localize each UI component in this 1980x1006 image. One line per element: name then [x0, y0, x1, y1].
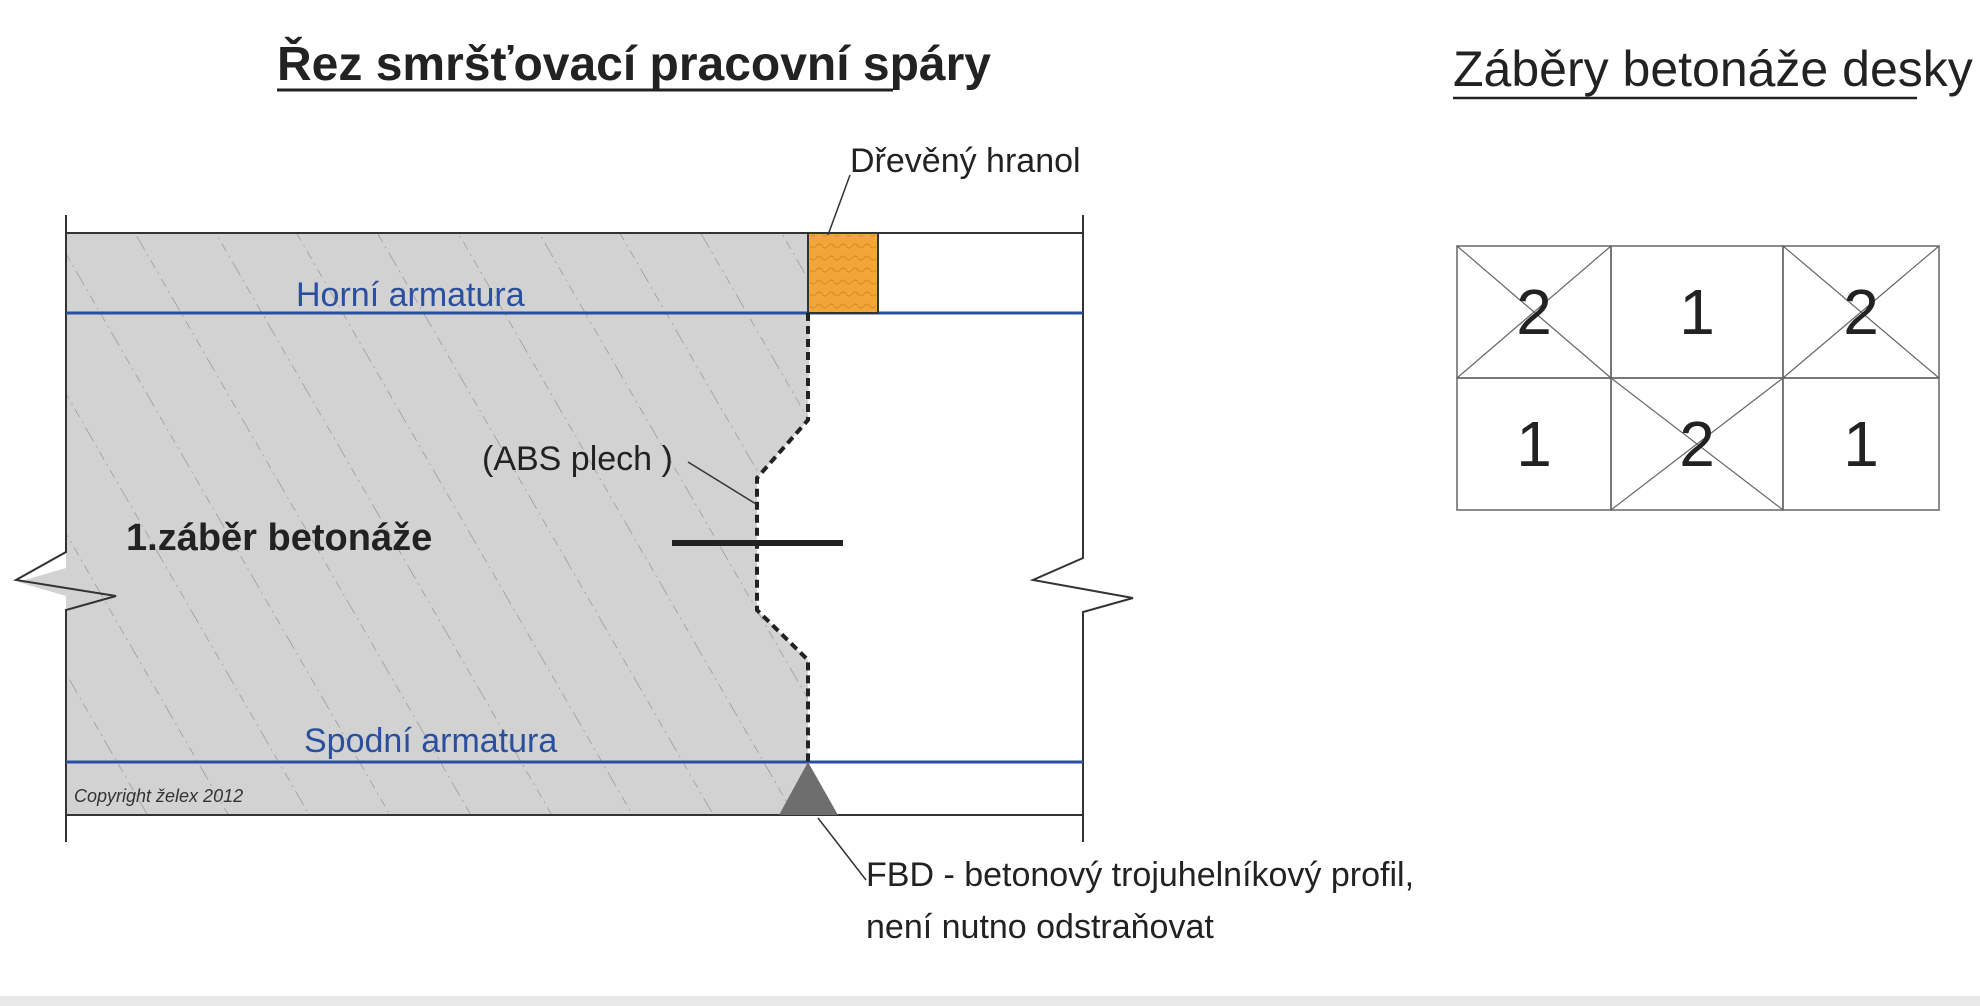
fbd-leader: [817, 817, 867, 881]
plan-cell-diagonal: [1456, 245, 1612, 379]
plan-cell: [1782, 377, 1940, 511]
pour-plan-grid: 2 1 2 1 2 1: [1456, 245, 1940, 511]
plan-cell-number: 1: [1679, 276, 1715, 348]
plan-cell-number: 1: [1516, 408, 1552, 480]
wooden-block-grain: [810, 235, 876, 311]
bottom-rebar-label: Spodní armatura: [304, 722, 557, 760]
abs-sheet-leader: [687, 461, 757, 505]
first-pour-label: 1.záběr betonáže: [126, 517, 432, 559]
plan-title: Záběry betonáže desky: [1453, 41, 1973, 97]
fbd-label-line1: FBD - betonový trojuhelníkový profil,: [866, 856, 1414, 894]
right-break-line: [1029, 215, 1134, 842]
plan-cell-number: 2: [1843, 276, 1879, 348]
left-break-line: [13, 215, 117, 842]
section-title: Řez smršťovací pracovní spáry: [277, 36, 991, 91]
plan-cell-number: 2: [1679, 408, 1715, 480]
top-rebar-label: Horní armatura: [296, 276, 525, 314]
plan-cell-number: 1: [1843, 408, 1879, 480]
fbd-triangle-profile: [779, 762, 838, 815]
concrete-hatching: [18, 233, 820, 815]
wooden-block-leader: [827, 174, 851, 236]
wooden-block-label: Dřevěný hranol: [850, 142, 1081, 180]
plan-cell-number: 2: [1516, 276, 1552, 348]
plan-cell-diagonal: [1610, 377, 1784, 511]
fbd-label-line2: není nutno odstraňovat: [866, 908, 1214, 946]
abs-sheet-label: (ABS plech ): [482, 440, 673, 478]
plan-cell-diagonal: [1782, 245, 1940, 379]
copyright-note: Copyright želex 2012: [74, 786, 243, 806]
